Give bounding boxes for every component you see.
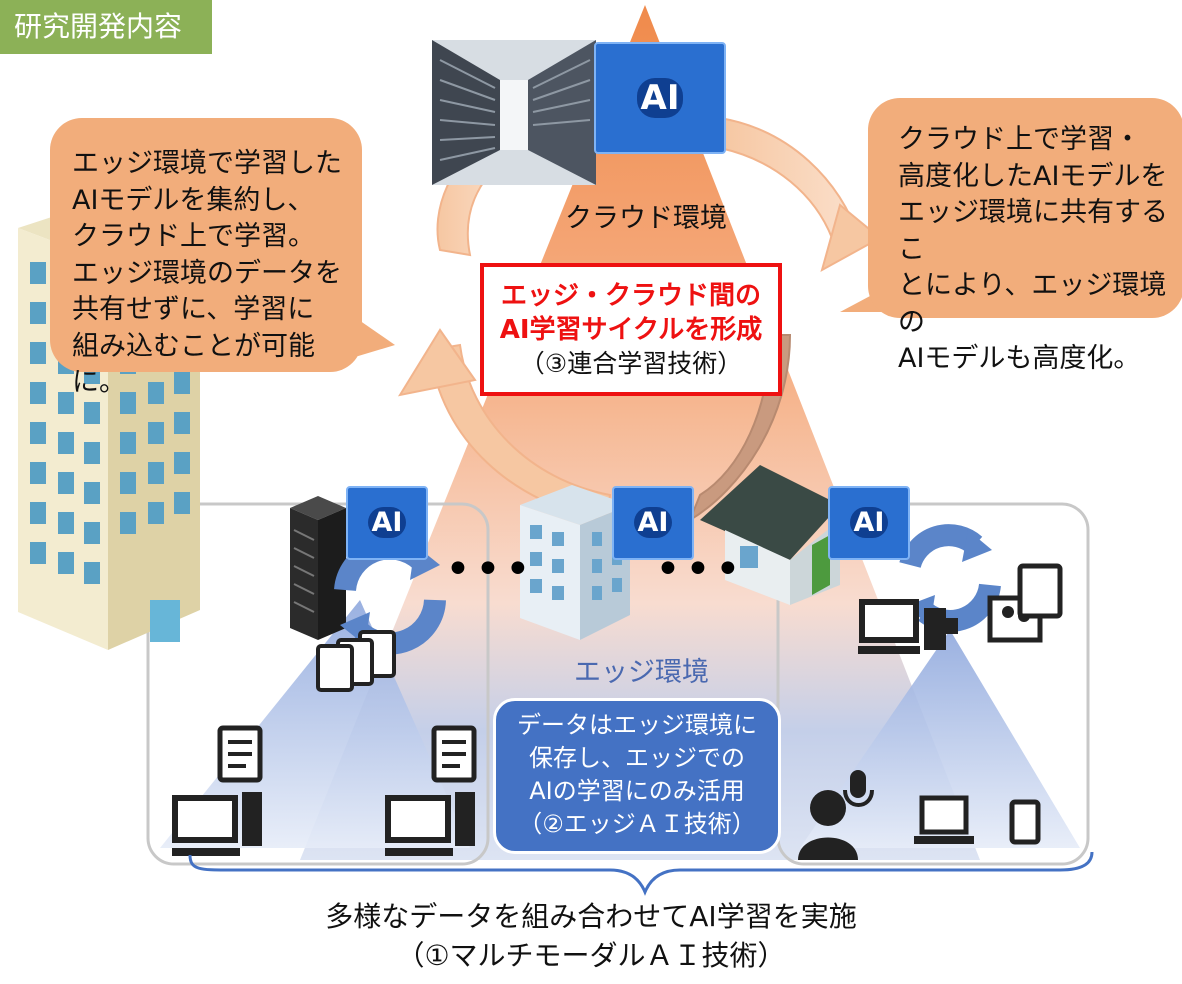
center-box-line1: エッジ・クラウド間の: [500, 281, 761, 311]
pc-icon-left-2: [385, 792, 475, 856]
pc-icon-right: [858, 599, 920, 654]
edge-label: エッジ環境: [574, 657, 709, 688]
bottom-caption-line2: （①マルチモーダルＡＩ技術）: [396, 939, 786, 972]
cloud-label: クラウド環境: [565, 203, 727, 234]
cloud-edge-triangle: [300, 5, 980, 860]
edge-ai-chip-2-label: AI: [633, 507, 673, 538]
house: [700, 465, 840, 605]
bubble-right: クラウド上で学習・ 高度化したAIモデルを エッジ環境に共有するこ とにより、エ…: [868, 98, 1182, 374]
edge-ai-note: データはエッジ環境に 保存し、エッジでの AIの学習にのみ活用 （②エッジＡＩ技…: [493, 698, 781, 854]
camera-icon: [924, 608, 958, 650]
bubble-left: エッジ環境で学習した AIモデルを集約し、 クラウド上で学習。 エッジ環境のデー…: [50, 118, 362, 398]
laptop-icon: [914, 795, 974, 844]
bottom-caption-line1: 多様なデータを組み合わせてAI学習を実施: [325, 900, 857, 933]
edge-ai-chip-1: AI: [346, 486, 428, 560]
tablet-icon: [1009, 799, 1041, 845]
office-building-small: [520, 485, 630, 640]
edge-ai-chip-1-label: AI: [367, 507, 407, 538]
ellipsis-dots-right: •••: [655, 544, 745, 595]
video-call-icon: [987, 595, 1043, 643]
person-mic-icon: [798, 770, 874, 860]
section-tag: 研究開発内容: [0, 0, 212, 54]
document-stack-icons: [316, 630, 396, 692]
cloud-ai-chip: AI: [594, 42, 726, 154]
document-icon-3: [1017, 563, 1063, 619]
datacenter-image: [432, 40, 596, 185]
edge-ai-chip-2: AI: [612, 486, 694, 560]
edge-cone-left: [160, 600, 470, 848]
cycle-arrow-head-left: [397, 328, 477, 397]
ellipsis-dots-left: •••: [445, 544, 535, 595]
cycle-arrow-head-right: [820, 203, 882, 273]
edge-ai-chip-3-label: AI: [849, 507, 889, 538]
server-rack: [290, 496, 346, 640]
pc-icon-left-1: [172, 792, 262, 856]
federated-learning-box: エッジ・クラウド間の AI学習サイクルを形成 （③連合学習技術）: [480, 263, 782, 396]
bottom-brace: [188, 851, 1094, 896]
cloud-ai-chip-label: AI: [636, 78, 684, 118]
edge-ai-chip-3: AI: [828, 486, 910, 560]
center-box-line3: （③連合学習技術）: [519, 349, 743, 378]
edge-frame-right: [776, 502, 1090, 866]
center-box-line2: AI学習サイクルを形成: [499, 315, 763, 345]
